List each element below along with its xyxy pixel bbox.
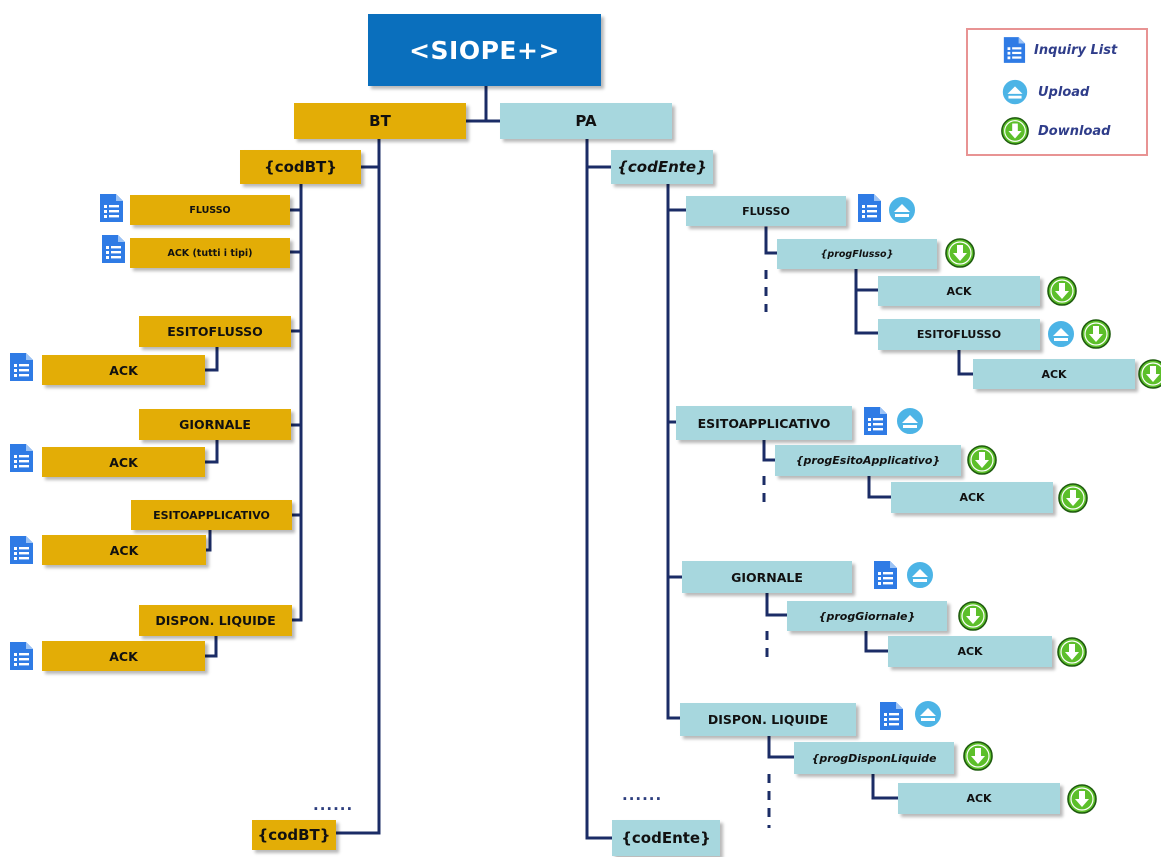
upload-icon[interactable] [912, 698, 944, 730]
inquiry-list-icon[interactable] [878, 701, 904, 731]
bt-ack-node: ACK [42, 355, 205, 385]
pa-flusso-ack-node: ACK [878, 276, 1040, 306]
legend: Inquiry List Upload Download [966, 28, 1148, 156]
root-node: <SIOPE+> [368, 14, 601, 86]
upload-icon [1000, 77, 1030, 107]
bt-giornale-node: GIORNALE [139, 409, 291, 440]
pa-dispon-ack-node: ACK [898, 783, 1060, 814]
pa-esitoflusso-ack-node: ACK [973, 359, 1135, 389]
inquiry-list-icon[interactable] [872, 560, 898, 590]
inquiry-list-icon[interactable] [100, 234, 126, 264]
bt-esitoflusso-node: ESITOFLUSSO [139, 316, 291, 347]
pa-progdisponliquide-node: {progDisponLiquide [794, 742, 954, 774]
download-icon [1001, 117, 1029, 145]
inquiry-list-icon[interactable] [8, 443, 34, 473]
bt-dispon-liquide-node: DISPON. LIQUIDE [139, 605, 292, 636]
codbt-bottom-node: {codBT} [252, 820, 336, 850]
pa-proggiornale-node: {progGiornale} [787, 601, 947, 631]
download-icon[interactable] [1137, 358, 1161, 390]
bt-flusso-node: FLUSSO [130, 195, 290, 225]
pa-esitoapplicativo-ack-node: ACK [891, 482, 1053, 513]
pa-esitoapplicativo-node: ESITOAPPLICATIVO [676, 406, 852, 440]
pa-progesitoapplicativo-node: {progEsitoApplicativo} [775, 445, 961, 476]
pa-dispon-liquide-node: DISPON. LIQUIDE [680, 703, 856, 736]
legend-download-label: Download [1038, 123, 1111, 139]
pa-giornale-ack-node: ACK [888, 636, 1052, 667]
bt-ack-node: ACK [42, 641, 205, 671]
upload-icon[interactable] [904, 559, 936, 591]
legend-upload-label: Upload [1038, 84, 1090, 100]
inquiry-list-icon[interactable] [8, 641, 34, 671]
download-icon[interactable] [1066, 783, 1098, 815]
inquiry-list-icon[interactable] [856, 193, 882, 223]
download-icon[interactable] [1046, 275, 1078, 307]
inquiry-list-icon[interactable] [8, 352, 34, 382]
bt-ack-node: ACK [42, 447, 205, 477]
upload-icon[interactable] [1045, 318, 1077, 350]
legend-upload-row: Upload [1000, 77, 1089, 107]
inquiry-list-icon[interactable] [98, 193, 124, 223]
download-icon[interactable] [1080, 318, 1112, 350]
codente-node: {codEnte} [611, 150, 713, 184]
upload-icon[interactable] [894, 405, 926, 437]
codente-bottom-node: {codEnte} [612, 820, 720, 856]
pa-node: PA [500, 103, 672, 139]
inquiry-list-icon[interactable] [862, 406, 888, 436]
legend-download-row: Download [1000, 116, 1110, 146]
download-icon[interactable] [944, 237, 976, 269]
pa-giornale-node: GIORNALE [682, 561, 852, 593]
bt-ack-all-node: ACK (tutti i tipi) [130, 238, 290, 268]
codbt-node: {codBT} [240, 150, 361, 184]
pa-more-ellipsis: ...... [622, 786, 663, 804]
download-icon[interactable] [957, 600, 989, 632]
upload-icon[interactable] [886, 194, 918, 226]
legend-inquiry-label: Inquiry List [1034, 42, 1118, 58]
bt-esitoapplicativo-node: ESITOAPPLICATIVO [131, 500, 292, 530]
pa-esitoflusso-node: ESITOFLUSSO [878, 319, 1040, 350]
pa-progflusso-node: {progFlusso} [777, 239, 937, 269]
inquiry-list-icon[interactable] [8, 535, 34, 565]
download-icon[interactable] [966, 444, 998, 476]
download-icon[interactable] [962, 740, 994, 772]
inquiry-list-icon [1003, 37, 1026, 63]
bt-node: BT [294, 103, 466, 139]
download-icon[interactable] [1056, 636, 1088, 668]
legend-inquiry-row: Inquiry List [1002, 36, 1117, 64]
pa-flusso-node: FLUSSO [686, 196, 846, 226]
bt-ack-node: ACK [42, 535, 206, 565]
download-icon[interactable] [1057, 482, 1089, 514]
bt-more-ellipsis: ...... [313, 796, 354, 814]
